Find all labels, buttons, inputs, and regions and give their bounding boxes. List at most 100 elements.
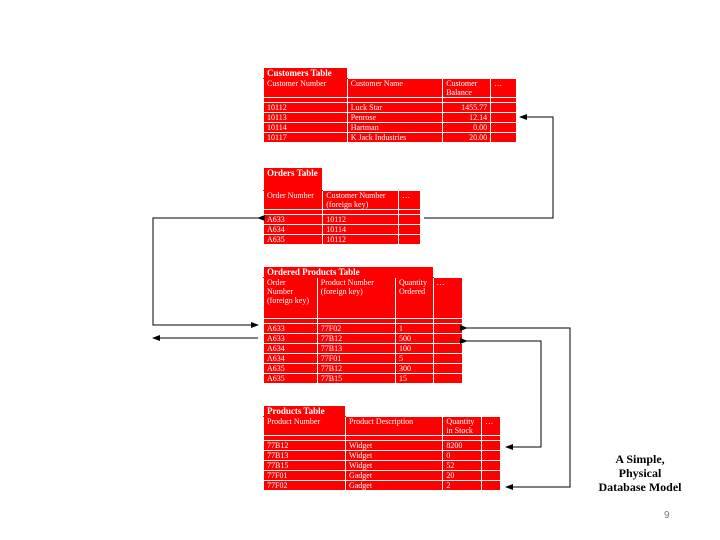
cell: [398, 224, 421, 235]
table-row: 77B13 Widget 0: [263, 450, 501, 461]
cell: A633: [263, 323, 318, 334]
table-row: 77B12 Widget 8200: [263, 440, 501, 451]
cell: A635: [263, 373, 318, 384]
caption-line: Database Model: [598, 480, 682, 494]
cell: [432, 343, 464, 354]
cell: 0.00: [442, 122, 492, 133]
cell: [481, 440, 501, 451]
cell: K Jack Industries: [346, 132, 444, 143]
table-row: A633 10112: [262, 214, 421, 225]
cell: A635: [263, 363, 318, 374]
cell: [481, 460, 501, 471]
cell: Penrose: [346, 112, 444, 123]
cell: 10113: [263, 112, 348, 123]
cell: 15: [394, 373, 434, 384]
orders-table-title: Orders Table: [262, 167, 324, 191]
cell: [432, 373, 464, 384]
cell: 77B12: [316, 333, 396, 344]
caption-line: A Simple,: [615, 452, 665, 466]
table-row: 77F02 Gadget 2: [263, 480, 501, 491]
table-row: 10114 Hartman 0.00: [263, 122, 517, 133]
cell: 77F01: [263, 470, 346, 481]
cell: A634: [263, 353, 318, 364]
cell: [490, 102, 517, 113]
table-row: 10113 Penrose 12.14: [263, 112, 517, 123]
cell: A633: [263, 333, 318, 344]
table-row: A634 10114: [262, 224, 421, 235]
cell: 10112: [322, 234, 400, 245]
col-more: …: [398, 190, 421, 210]
table-row: 10117 K Jack Industries 20.00: [263, 132, 517, 143]
cell: 1: [394, 323, 434, 334]
cell: Widget: [344, 450, 444, 461]
cell: 8200: [442, 440, 483, 451]
cell: Hartman: [346, 122, 444, 133]
cell: 100: [394, 343, 434, 354]
cell: 12.14: [442, 112, 492, 123]
col-customer-number-fk: Customer Number (foreign key): [322, 190, 400, 210]
cell: 77B15: [263, 460, 346, 471]
ordered-products-table: Ordered Products Table Order Number (for…: [263, 266, 464, 384]
orders-table: Orders Table Order Number Customer Numbe…: [262, 167, 421, 245]
table-row: A635 10112: [262, 234, 421, 245]
cell: 5: [394, 353, 434, 364]
ordered-products-table-title: Ordered Products Table: [263, 266, 434, 278]
cell: 52: [442, 460, 483, 471]
cell: [490, 132, 517, 143]
cell: Widget: [344, 460, 444, 471]
cell: A633: [262, 214, 324, 225]
col-order-number-fk: Order Number (foreign key): [263, 277, 318, 319]
cell: 10117: [263, 132, 348, 143]
col-quantity-in-stock: Quantity in Stock: [442, 416, 483, 436]
cell: 10112: [322, 214, 400, 225]
col-more: …: [432, 277, 464, 319]
table-row: 10112 Luck Star 1455.77: [263, 102, 517, 113]
col-order-number: Order Number: [262, 190, 324, 210]
col-product-description: Product Description: [344, 416, 444, 436]
col-more: …: [481, 416, 501, 436]
col-product-number-fk: Product Number (foreign key): [316, 277, 396, 319]
customers-table-title: Customers Table: [263, 67, 348, 79]
cell: [432, 363, 464, 374]
cell: 0: [442, 450, 483, 461]
cell: 77F01: [316, 353, 396, 364]
cell: 300: [394, 363, 434, 374]
cell: A634: [262, 224, 324, 235]
cell: [481, 450, 501, 461]
table-row: 77B15 Widget 52: [263, 460, 501, 471]
cell: [490, 122, 517, 133]
cell: 10112: [263, 102, 348, 113]
table-row: A633 77F02 1: [263, 323, 464, 334]
cell: [432, 333, 464, 344]
cell: 77B12: [263, 440, 346, 451]
caption-line: Physical: [618, 466, 662, 480]
cell: 77F02: [316, 323, 396, 334]
col-product-number: Product Number: [263, 416, 346, 436]
cell: Luck Star: [346, 102, 444, 113]
table-row: A635 77B12 300: [263, 363, 464, 374]
cell: 77B13: [263, 450, 346, 461]
fk-ordered-orders-arrow: [152, 215, 265, 328]
page-number: 9: [664, 510, 670, 521]
table-row: A634 77F01 5: [263, 353, 464, 364]
cell: [398, 214, 421, 225]
table-row: A635 77B15 15: [263, 373, 464, 384]
cell: Gadget: [344, 480, 444, 491]
cell: Gadget: [344, 470, 444, 481]
col-customer-name: Customer Name: [346, 78, 444, 98]
cell: 20: [442, 470, 483, 481]
table-row: 77F01 Gadget 20: [263, 470, 501, 481]
cell: [481, 470, 501, 481]
cell: 10114: [263, 122, 348, 133]
cell: 77B12: [316, 363, 396, 374]
cell: [398, 234, 421, 245]
diagram-caption: A Simple, Physical Database Model: [575, 452, 705, 494]
cell: 20.00: [442, 132, 492, 143]
cell: 10114: [322, 224, 400, 235]
cell: 77B13: [316, 343, 396, 354]
cell: [481, 480, 501, 491]
cell: A635: [262, 234, 324, 245]
cell: [432, 323, 464, 334]
cell: 77B15: [316, 373, 396, 384]
cell: Widget: [344, 440, 444, 451]
